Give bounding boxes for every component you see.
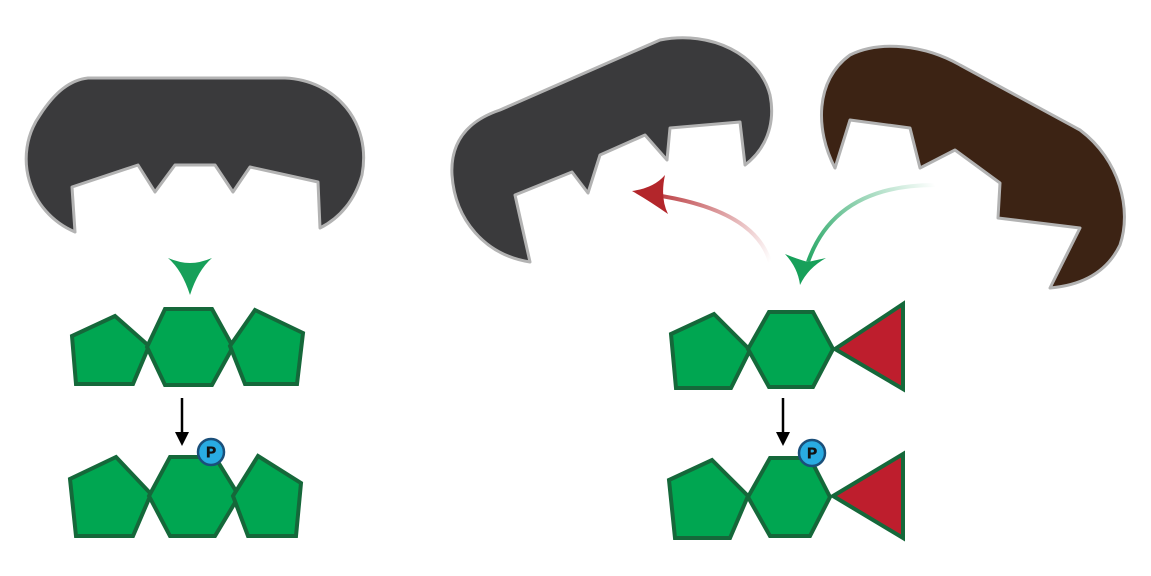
hexagon-unit xyxy=(745,456,833,538)
phosphate-group-right: P xyxy=(797,438,827,468)
phosphorylated-inhibited-substrate-right xyxy=(666,450,905,542)
reaction-arrow-right xyxy=(776,398,790,446)
pentagon-unit xyxy=(67,454,154,538)
triangle-inhibitor xyxy=(829,450,905,542)
release-arrow-red xyxy=(632,175,772,263)
enzyme-gray-right xyxy=(450,36,774,264)
hexagon-unit xyxy=(144,307,236,387)
right-panel: P xyxy=(450,36,1126,542)
hexagon-unit xyxy=(146,455,242,538)
phosphorylated-substrate-left xyxy=(67,453,304,538)
binding-arrow-green-right xyxy=(785,183,936,285)
pentagon-unit xyxy=(69,313,152,386)
substrate-left xyxy=(69,307,306,387)
hexagon-unit xyxy=(745,310,836,389)
left-panel: P xyxy=(24,76,365,538)
phosphate-label: P xyxy=(807,445,818,463)
pentagon-unit xyxy=(666,457,751,540)
enzyme-left xyxy=(24,76,365,234)
reaction-arrow-left xyxy=(175,398,189,446)
phosphate-label: P xyxy=(206,444,217,462)
binding-arrow-left xyxy=(168,185,212,295)
pentagon-unit xyxy=(227,307,306,386)
triangle-inhibitor xyxy=(831,300,905,393)
pentagon-unit xyxy=(230,453,304,538)
inhibited-substrate-right xyxy=(668,300,905,393)
phosphate-group-left: P xyxy=(196,437,226,467)
pentagon-unit xyxy=(668,311,753,390)
enzyme-brown-right xyxy=(820,44,1126,290)
